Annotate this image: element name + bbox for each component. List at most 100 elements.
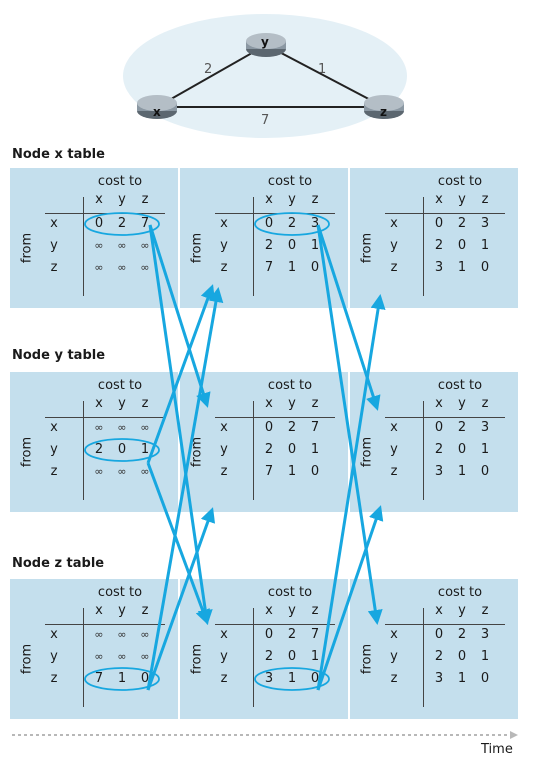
cost-cell: 7 [264, 464, 274, 479]
source-row-label: y [220, 649, 228, 664]
source-row-label: y [50, 649, 58, 664]
cost-cell: 2 [117, 216, 127, 231]
cost-to-label: cost to [437, 378, 483, 393]
time-axis-arrowhead [510, 731, 518, 739]
dest-header: x [265, 396, 273, 411]
dest-header: z [141, 192, 149, 207]
cost-cell: 0 [264, 216, 274, 231]
cost-cell: 3 [310, 216, 320, 231]
cost-cell: 2 [434, 649, 444, 664]
dest-header: y [118, 396, 126, 411]
dest-header: x [265, 192, 273, 207]
dest-header: z [481, 192, 489, 207]
cost-cell: 0 [457, 238, 467, 253]
cost-to-label: cost to [267, 174, 313, 189]
cost-cell: 3 [434, 464, 444, 479]
cost-cell: 1 [287, 464, 297, 479]
cost-cell: ∞ [94, 239, 104, 252]
from-label: from [189, 643, 205, 675]
cost-cell: 3 [264, 671, 274, 686]
dest-header: x [265, 603, 273, 618]
cost-cell: 2 [457, 420, 467, 435]
cost-cell: ∞ [94, 421, 104, 434]
cost-cell: 2 [264, 238, 274, 253]
cost-cell: ∞ [117, 239, 127, 252]
cost-cell: 0 [434, 216, 444, 231]
node-x-table-title: Node x table [12, 147, 105, 162]
cost-cell: 0 [434, 627, 444, 642]
from-label: from [359, 436, 375, 468]
source-row-label: z [50, 671, 58, 686]
cost-cell: 0 [287, 649, 297, 664]
cost-cell: ∞ [140, 628, 150, 641]
cost-cell: 1 [480, 238, 490, 253]
link-cost-x-z: 7 [261, 113, 269, 128]
table-rule [253, 401, 254, 500]
from-label: from [189, 436, 205, 468]
source-row-label: z [50, 464, 58, 479]
cost-cell: 1 [457, 260, 467, 275]
cost-cell: 1 [140, 442, 150, 457]
link-y-z [265, 44, 385, 108]
link-cost-x-y: 2 [204, 62, 212, 77]
cost-cell: 3 [480, 627, 490, 642]
cost-cell: 3 [434, 671, 444, 686]
cost-cell: 0 [310, 464, 320, 479]
cost-cell: 7 [140, 216, 150, 231]
cost-to-label: cost to [97, 585, 143, 600]
cost-to-label: cost to [437, 585, 483, 600]
cost-cell: 2 [287, 216, 297, 231]
cost-cell: 2 [434, 238, 444, 253]
dest-header: x [435, 396, 443, 411]
from-label: from [19, 643, 35, 675]
cost-cell: 3 [480, 216, 490, 231]
cost-cell: 1 [480, 649, 490, 664]
source-row-label: x [390, 627, 398, 642]
cost-cell: ∞ [94, 465, 104, 478]
dest-header: y [288, 396, 296, 411]
cost-cell: 1 [310, 238, 320, 253]
cost-cell: 0 [140, 671, 150, 686]
router-y-label: y [261, 35, 269, 49]
cost-cell: 0 [310, 260, 320, 275]
cost-to-label: cost to [267, 378, 313, 393]
source-row-label: z [390, 464, 398, 479]
cost-cell: 1 [457, 464, 467, 479]
router-y-icon: y [246, 33, 286, 57]
source-row-label: y [220, 238, 228, 253]
cost-cell: 7 [310, 627, 320, 642]
cost-cell: ∞ [140, 239, 150, 252]
dest-header: x [95, 396, 103, 411]
source-row-label: x [220, 627, 228, 642]
source-row-label: y [390, 442, 398, 457]
cost-cell: 2 [457, 216, 467, 231]
link-x-y [156, 44, 267, 108]
cost-cell: 3 [480, 420, 490, 435]
cost-cell: 1 [287, 260, 297, 275]
cost-cell: ∞ [94, 650, 104, 663]
cost-cell: 1 [287, 671, 297, 686]
table-rule [45, 213, 165, 214]
dest-header: x [95, 192, 103, 207]
cost-cell: 0 [457, 442, 467, 457]
cost-to-label: cost to [97, 174, 143, 189]
link-cost-y-z: 1 [318, 62, 326, 77]
table-rule [253, 197, 254, 296]
dest-header: z [311, 603, 319, 618]
cost-to-label: cost to [267, 585, 313, 600]
cost-cell: ∞ [140, 421, 150, 434]
source-row-label: x [220, 216, 228, 231]
source-row-label: x [50, 420, 58, 435]
source-row-label: z [390, 260, 398, 275]
network-topology: 2 1 7 y x z [123, 14, 407, 138]
from-label: from [19, 436, 35, 468]
dest-header: y [288, 603, 296, 618]
table-rule [215, 624, 335, 625]
cost-cell: ∞ [140, 650, 150, 663]
source-row-label: z [220, 671, 228, 686]
dest-header: y [118, 603, 126, 618]
cost-cell: 1 [457, 671, 467, 686]
